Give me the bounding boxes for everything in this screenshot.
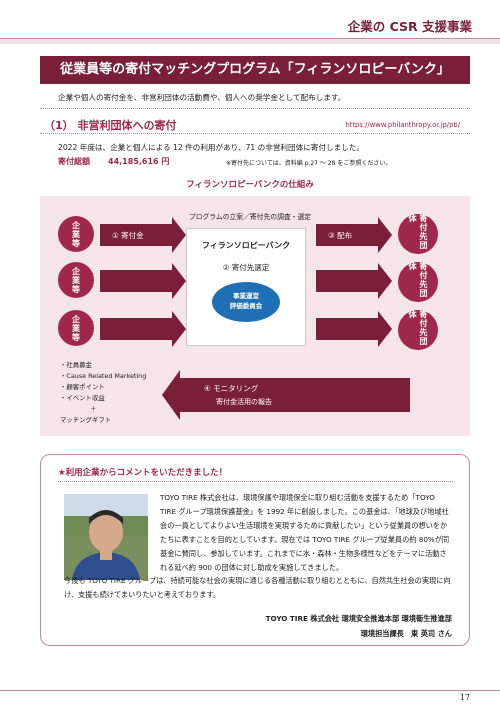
fund-source-plus: ＋ <box>90 405 97 413</box>
section1-url-link[interactable]: https://www.philanthropy.or.jp/pb/ <box>345 121 460 129</box>
recipient-circle-1: 寄付先団体 <box>398 214 438 254</box>
selection-label: ② 寄付先選定 <box>222 263 270 272</box>
signature-person: 環境担当課長 東 英司 さん <box>360 629 452 638</box>
fund-source-item: マッチングギフト <box>60 416 112 424</box>
monitoring-arrow <box>162 370 410 420</box>
donation-total-label: 寄付総額 <box>58 157 90 166</box>
arrow-donation-label: ① 寄付金 <box>112 231 144 240</box>
report-label: 寄付金活用の報告 <box>216 398 272 406</box>
comment-paragraph-1: TOYO TIRE 株式会社は、環境保護や環境保全に取り組む活動を支援するため「… <box>160 493 450 572</box>
page-number: 17 <box>459 693 470 702</box>
comment-box <box>40 454 470 646</box>
section1-body: 2022 年度は、企業と個人による 12 件の利用があり、71 の非営利団体に寄… <box>58 143 364 152</box>
section-header: 企業の CSR 支援事業 <box>347 19 472 34</box>
committee-line1: 事業運営 <box>233 292 259 301</box>
recipient-circle-3: 寄付先団体 <box>398 310 438 350</box>
header-rule <box>0 38 500 44</box>
portrait-photo <box>64 494 148 580</box>
divider <box>40 133 470 134</box>
committee-ellipse: 事業運営 評価委員会 <box>212 282 280 322</box>
arrow-donation-3 <box>100 311 186 347</box>
comment-title: ★利用企業からコメントをいただきました！ <box>58 468 228 478</box>
committee-line2: 評価委員会 <box>229 302 263 310</box>
plan-label: プログラムの立案／寄付先の調査・選定 <box>188 213 312 221</box>
fund-source-item: ・イベント収益 <box>60 394 105 402</box>
fund-source-list: ・社員募金 ・Cause Related Marketing ・顧客ポイント ・… <box>60 360 146 426</box>
arrow-donation-2 <box>100 263 186 299</box>
arrow-distribution-label: ③ 配布 <box>328 231 353 240</box>
diagram-title: フィランソロピーバンクの仕組み <box>186 180 314 190</box>
arrow-distribution-1 <box>316 217 392 253</box>
monitoring-label: ④ モニタリング <box>204 384 259 393</box>
program-title-band: 従業員等の寄付マッチングプログラム「フィランソロピーバンク」 <box>40 56 470 84</box>
comment-paragraph-2: 今後も TOYO TIRE グループは、持続可能な社会の実現に通じる各種活動に取… <box>64 576 451 599</box>
company-circle-2: 企業等 <box>58 262 94 298</box>
company-circle-1: 企業等 <box>58 216 94 252</box>
divider <box>58 481 453 482</box>
donation-total-value: 44,185,616 円 <box>108 157 170 166</box>
signature-company: TOYO TIRE 株式会社 環境安全推進本部 環境衛生推進部 <box>265 614 452 623</box>
recipient-note: ※寄付先については、資料編 p.27 ～ 28 をご参照ください。 <box>226 160 392 167</box>
arrow-distribution-2 <box>316 263 392 299</box>
company-circle-3: 企業等 <box>58 310 94 346</box>
fund-source-item: ・顧客ポイント <box>60 383 105 391</box>
divider <box>40 108 470 109</box>
fund-source-item: ・社員募金 <box>60 361 92 369</box>
recipient-circle-2: 寄付先団体 <box>398 262 438 302</box>
intro-text: 企業や個人の寄付金を、非営利団体の活動費や、個人への奨学金として配布します。 <box>58 93 346 102</box>
arrow-distribution-3 <box>316 311 392 347</box>
section1-title: （1） 非営利団体への寄付 <box>44 119 177 132</box>
fund-source-item: ・Cause Related Marketing <box>60 372 147 380</box>
philanthropy-bank-title: フィランソロピーバンク <box>201 241 291 250</box>
footer-rule <box>0 690 500 691</box>
arrow-donation-1 <box>100 217 186 253</box>
